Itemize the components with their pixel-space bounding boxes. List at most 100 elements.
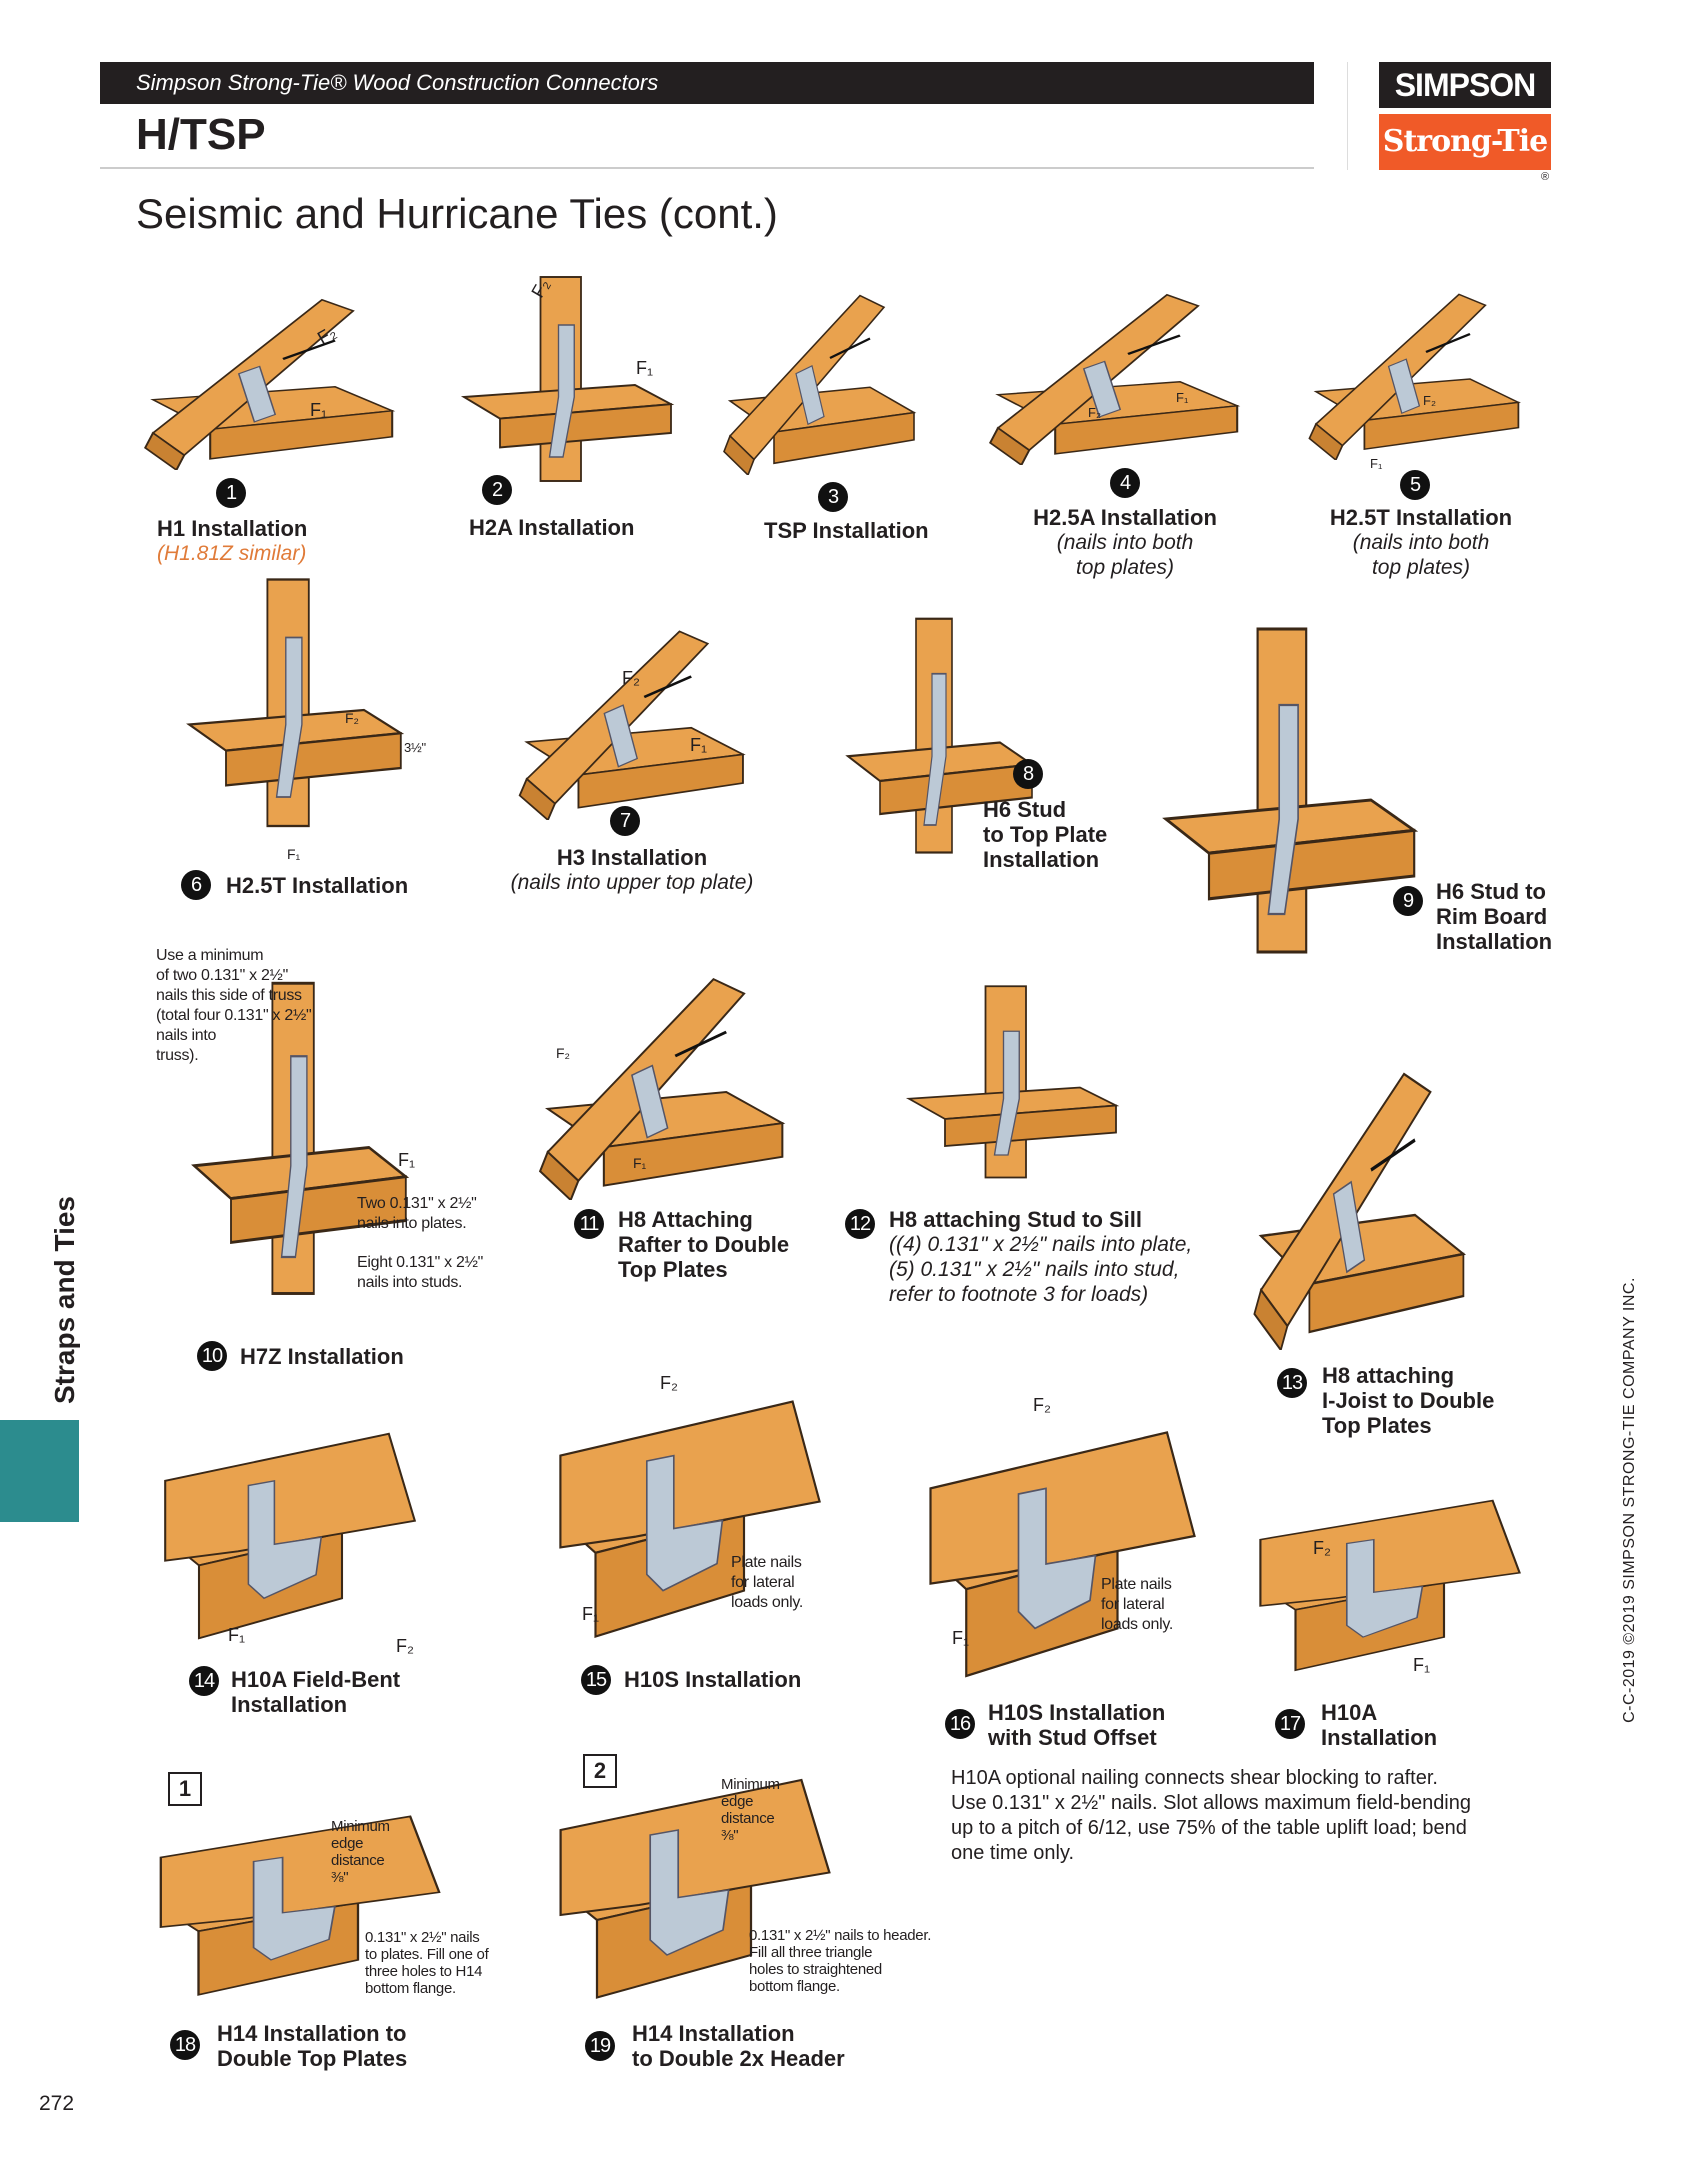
note-line: loads only. xyxy=(1101,1616,1174,1633)
section-label: Straps and Ties xyxy=(49,1195,80,1405)
note-line: Fill all three triangle xyxy=(749,1944,873,1961)
connector-drawing xyxy=(905,985,1120,1179)
connector-drawing xyxy=(159,1815,441,1996)
top-plate-front xyxy=(602,1122,784,1187)
force-label-f1: F₁ xyxy=(310,400,328,420)
note-line: Minimum xyxy=(331,1818,390,1835)
plate-front xyxy=(499,403,672,449)
catalog-header-bar: Simpson Strong-Tie® Wood Construction Co… xyxy=(100,62,1314,104)
caption-line: Double Top Plates xyxy=(217,2046,408,2071)
caption-line: Installation xyxy=(983,847,1100,872)
note-line: loads only. xyxy=(731,1594,804,1611)
top-plate-front xyxy=(1308,1252,1465,1334)
force-arrow xyxy=(1127,334,1181,355)
figure-number-badge: 16 xyxy=(945,1709,975,1739)
top-plate-front xyxy=(209,409,394,460)
caption-line: Rim Board xyxy=(1436,904,1548,929)
rafter xyxy=(929,1431,1196,1585)
figure-number-badge: 8 xyxy=(1013,759,1043,789)
note-line: 0.131" x 2½" nails to header. xyxy=(749,1927,932,1944)
strap xyxy=(1387,358,1421,414)
figure-number-badge: 4 xyxy=(1110,468,1140,498)
connector-drawing xyxy=(164,1432,417,1640)
connector-drawing xyxy=(518,630,746,820)
figure-5-illustration xyxy=(1305,280,1525,460)
figure-2-caption: H2A Installation xyxy=(469,515,635,540)
figure-11-illustration xyxy=(535,960,790,1200)
rafter-side xyxy=(988,426,1031,465)
section-tab xyxy=(0,1420,79,1522)
figure-4-subcaption: top plates) xyxy=(1075,556,1175,579)
figure-17-illustration xyxy=(1255,1485,1525,1680)
note-line: nails into xyxy=(156,1027,217,1044)
figure-number-badge: 17 xyxy=(1275,1709,1305,1739)
force-label-f2: F₂ xyxy=(660,1373,678,1393)
figure-number-badge: 5 xyxy=(1400,470,1430,500)
note-line: edge xyxy=(331,1835,364,1852)
strap xyxy=(923,672,947,826)
note-line: holes to straightened xyxy=(749,1961,882,1978)
figure-number-badge: 19 xyxy=(585,2031,615,2061)
strap xyxy=(1267,703,1299,916)
figure-2-illustration xyxy=(455,265,680,505)
caption-line: with Stud Offset xyxy=(988,1725,1157,1750)
figure-19-nail-note: 0.131" x 2½" nails to header.Fill all th… xyxy=(749,1927,931,1995)
force-label-f2: F₂ xyxy=(1033,1395,1051,1415)
rafter xyxy=(159,1815,441,1929)
note-line: nails into plates. xyxy=(357,1215,467,1232)
caption-line: Installation xyxy=(1436,929,1553,954)
plate-front xyxy=(225,731,402,787)
logo-registered: ® xyxy=(1541,171,1550,183)
rafter xyxy=(559,1778,831,1917)
connector-drawing xyxy=(723,294,917,475)
top-plate-front xyxy=(577,753,744,809)
strap xyxy=(1082,360,1122,418)
connector-drawing xyxy=(845,617,1035,854)
caption-line: H10A Field-Bent xyxy=(231,1667,401,1692)
force-label-f2: F₂ xyxy=(396,1636,414,1656)
caption-line: H8 attaching xyxy=(1322,1363,1455,1388)
figure-5-caption-block: H2.5T Installation (nails into both top … xyxy=(1330,505,1512,580)
force-arrow xyxy=(674,1030,727,1058)
note-line: bottom flange. xyxy=(749,1978,840,1995)
strap xyxy=(993,1030,1020,1156)
strap xyxy=(603,704,639,768)
figure-number-badge: 10 xyxy=(197,1341,227,1371)
figure-9-illustration xyxy=(1155,610,1425,990)
option-box-1: 1 xyxy=(168,1772,202,1806)
header-divider xyxy=(100,167,1314,169)
catalog-title: Simpson Strong-Tie® Wood Construction Co… xyxy=(136,70,659,95)
force-arrow xyxy=(1425,333,1471,353)
rafter-side xyxy=(518,777,557,820)
figure-number-badge: 18 xyxy=(170,2030,200,2060)
page-title: Seismic and Hurricane Ties (cont.) xyxy=(136,190,778,237)
connector-drawing xyxy=(143,298,396,470)
caption-line: H6 Stud xyxy=(983,797,1067,822)
caption-line: H14 Installation to xyxy=(217,2021,407,2046)
strap xyxy=(1345,1538,1424,1638)
connector-drawing xyxy=(559,1400,821,1638)
caption-line: H10S Installation xyxy=(988,1700,1166,1725)
note-line: for lateral xyxy=(1101,1596,1165,1613)
force-label-f1: F₁ xyxy=(398,1150,416,1170)
note-line: edge xyxy=(721,1793,754,1810)
note-line: for lateral xyxy=(731,1574,795,1591)
caption-line: Installation xyxy=(231,1692,348,1717)
strap xyxy=(795,364,825,426)
connector-drawing xyxy=(1162,627,1419,954)
connector-drawing xyxy=(186,578,405,828)
connector-drawing xyxy=(1253,1072,1467,1350)
force-label-f1: F₁ xyxy=(287,846,301,862)
note-line: Use a minimum xyxy=(156,947,264,964)
force-label-f1: F₁ xyxy=(582,1604,600,1624)
figure-5-subcaption: top plates) xyxy=(1371,556,1471,579)
